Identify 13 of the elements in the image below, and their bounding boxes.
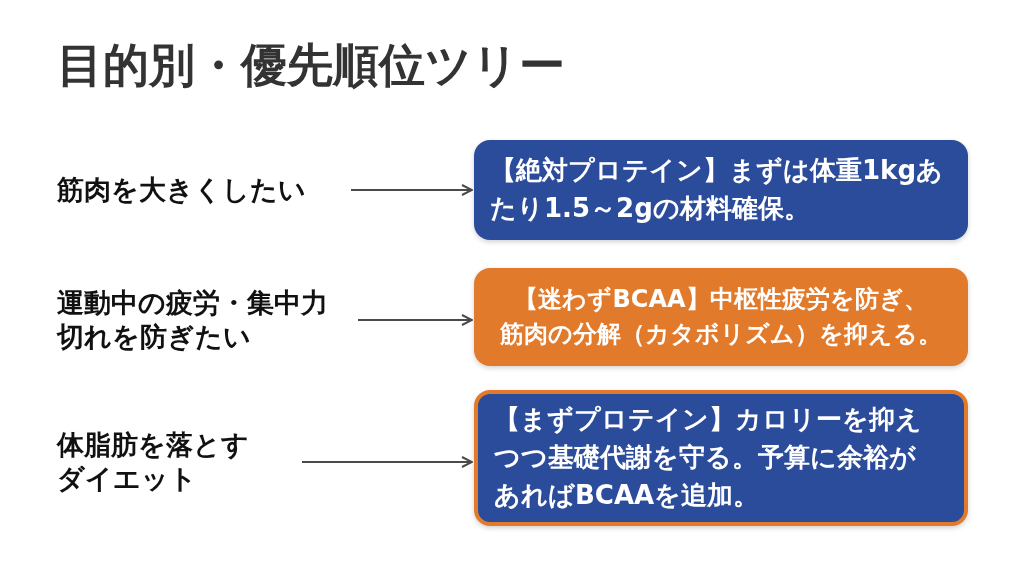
goal-text: 体脂肪を落とすダイエット [57,428,250,496]
recommendation-text: 【まずプロテイン】カロリーを抑えつつ基礎代謝を守る。予算に余裕があればBCAAを追加。 [494,403,923,512]
recommendation-text: 【迷わずBCAA】中枢性疲労を防ぎ、筋肉の分解（カタボリズム）を抑える。 [499,284,943,350]
recommendation-box [474,140,968,240]
arrow [357,314,473,326]
recommendation-box [474,268,968,366]
arrow [350,184,473,196]
goal-text: 筋肉を大きくしたい [57,173,306,207]
recommendation-box [474,390,968,526]
title: 目的別・優先順位ツリー [57,38,565,94]
recommendation-text: 【絶対プロテイン】まずは体重1kgあたり1.5～2gの材料確保。 [490,154,944,225]
goal-text: 運動中の疲労・集中力切れを防ぎたい [57,286,329,354]
arrow [301,456,473,468]
